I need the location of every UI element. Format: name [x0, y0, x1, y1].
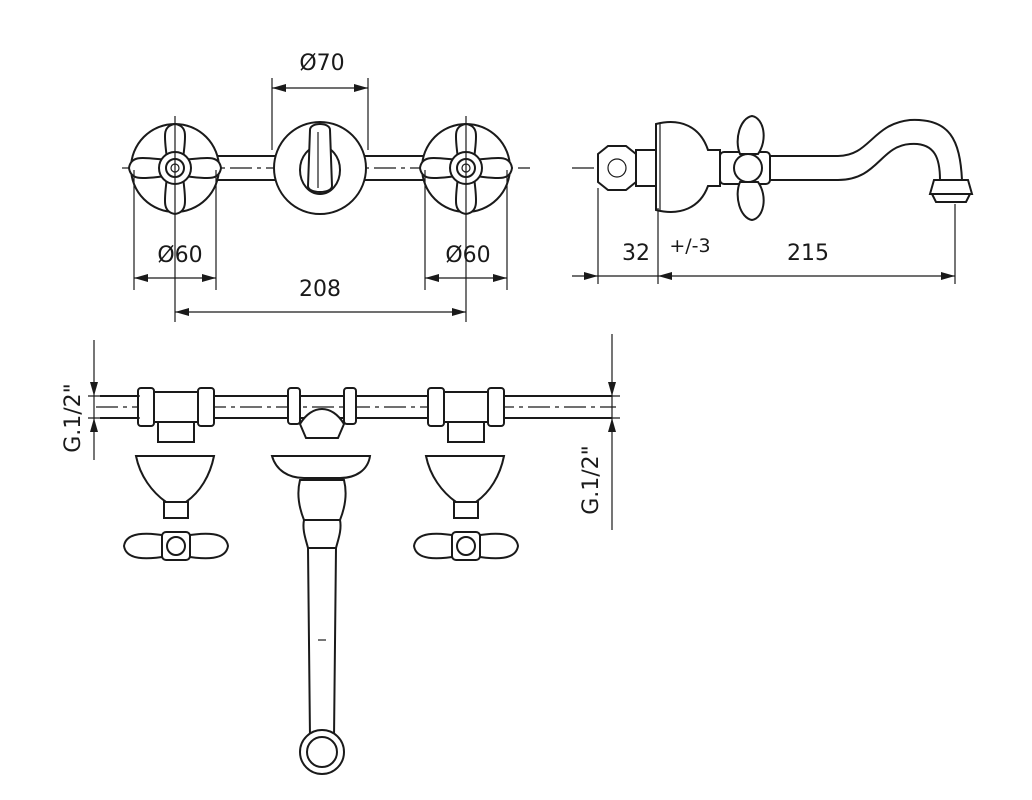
right-handle-diameter-label: Ø60: [445, 243, 490, 268]
left-handle-diameter-label: Ø60: [157, 243, 202, 268]
spout-rosette-diameter-label: Ø70: [299, 51, 344, 76]
projection-tolerance-label: +/-3: [669, 235, 710, 257]
spout-reach-label: 215: [787, 241, 829, 266]
side-view: 32 +/-3 215: [572, 114, 974, 284]
handle-center-distance-label: 208: [299, 277, 341, 302]
inlet-thread-right-label: G.1/2": [579, 445, 604, 515]
front-view: Ø70 Ø60 Ø60 208: [122, 51, 530, 322]
wall-projection-label: 32: [622, 241, 650, 266]
top-view: G.1/2" G.1/2": [61, 334, 620, 775]
inlet-thread-left-label: G.1/2": [61, 383, 86, 453]
